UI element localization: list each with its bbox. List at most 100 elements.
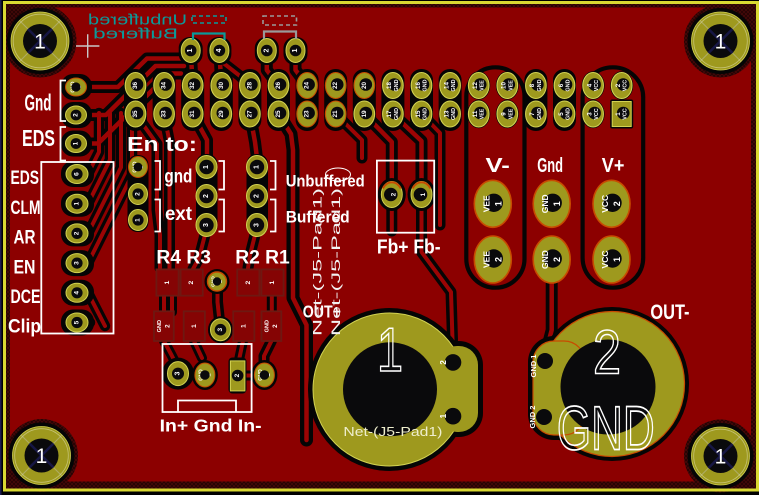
svg-text:2: 2 bbox=[493, 257, 503, 262]
svg-text:2: 2 bbox=[188, 280, 195, 284]
svg-text:16: 16 bbox=[415, 82, 422, 89]
svg-text:R4 R3: R4 R3 bbox=[156, 247, 211, 268]
svg-text:1: 1 bbox=[552, 201, 562, 206]
svg-text:2: 2 bbox=[203, 194, 210, 198]
svg-text:13: 13 bbox=[443, 110, 450, 117]
svg-text:1: 1 bbox=[439, 413, 448, 418]
svg-text:1: 1 bbox=[269, 280, 276, 284]
svg-text:24: 24 bbox=[304, 82, 311, 90]
svg-text:1: 1 bbox=[493, 201, 503, 206]
svg-text:11: 11 bbox=[472, 110, 479, 117]
svg-text:6: 6 bbox=[558, 83, 565, 87]
svg-text:2: 2 bbox=[439, 360, 448, 365]
svg-text:15: 15 bbox=[415, 110, 422, 117]
svg-text:3: 3 bbox=[217, 328, 224, 332]
svg-text:GND: GND bbox=[537, 79, 543, 91]
svg-text:9: 9 bbox=[501, 112, 508, 116]
svg-text:1: 1 bbox=[135, 218, 142, 222]
svg-text:1: 1 bbox=[73, 141, 80, 145]
svg-text:10: 10 bbox=[501, 82, 508, 89]
svg-text:Net-(J5-Pad1): Net-(J5-Pad1) bbox=[343, 424, 442, 439]
svg-text:GND: GND bbox=[540, 250, 550, 269]
svg-text:35: 35 bbox=[132, 110, 139, 118]
svg-text:30: 30 bbox=[218, 82, 225, 90]
svg-text:2: 2 bbox=[245, 280, 252, 284]
svg-text:GND: GND bbox=[423, 108, 429, 120]
svg-text:2: 2 bbox=[552, 257, 562, 262]
svg-text:32: 32 bbox=[189, 82, 196, 90]
svg-text:4: 4 bbox=[216, 48, 223, 52]
svg-text:VCC: VCC bbox=[623, 80, 629, 91]
svg-text:V-: V- bbox=[486, 155, 510, 177]
svg-text:28: 28 bbox=[246, 82, 253, 90]
svg-text:GND: GND bbox=[157, 320, 163, 332]
svg-text:3: 3 bbox=[175, 372, 182, 376]
svg-text:4: 4 bbox=[74, 291, 81, 295]
svg-text:1: 1 bbox=[612, 257, 622, 262]
svg-text:7: 7 bbox=[529, 112, 536, 116]
svg-text:GND: GND bbox=[540, 194, 550, 213]
svg-text:VCC: VCC bbox=[623, 108, 629, 119]
svg-text:VCC: VCC bbox=[600, 251, 610, 269]
svg-text:1: 1 bbox=[377, 316, 403, 385]
svg-text:5: 5 bbox=[74, 320, 81, 324]
svg-text:GND: GND bbox=[451, 79, 457, 91]
svg-text:8: 8 bbox=[529, 83, 536, 87]
svg-text:2: 2 bbox=[73, 113, 80, 117]
svg-text:Unbuffered: Unbuffered bbox=[88, 13, 187, 29]
svg-text:2: 2 bbox=[593, 318, 621, 387]
svg-text:3: 3 bbox=[203, 223, 210, 227]
svg-text:3: 3 bbox=[74, 261, 81, 265]
svg-text:Fb+ Fb-: Fb+ Fb- bbox=[377, 237, 441, 259]
svg-text:2: 2 bbox=[272, 324, 279, 328]
svg-text:GND: GND bbox=[557, 394, 655, 464]
svg-text:3: 3 bbox=[586, 112, 593, 116]
svg-text:Clip: Clip bbox=[8, 317, 41, 338]
svg-text:GND 1: GND 1 bbox=[529, 355, 538, 378]
svg-text:2: 2 bbox=[390, 192, 397, 196]
svg-text:VEE: VEE bbox=[480, 108, 486, 119]
svg-text:1: 1 bbox=[292, 48, 299, 52]
svg-text:2: 2 bbox=[612, 201, 622, 206]
svg-text:Net-(J5-Pad1): Net-(J5-Pad1) bbox=[329, 188, 343, 336]
svg-text:1: 1 bbox=[715, 446, 727, 469]
svg-text:VEE: VEE bbox=[481, 251, 491, 268]
svg-text:VCC: VCC bbox=[594, 108, 600, 119]
svg-text:31: 31 bbox=[189, 110, 196, 118]
svg-text:GND: GND bbox=[423, 79, 429, 91]
svg-text:GND: GND bbox=[566, 108, 572, 120]
svg-text:2: 2 bbox=[615, 83, 622, 87]
svg-text:In+ Gnd In-: In+ Gnd In- bbox=[160, 416, 262, 436]
svg-text:17: 17 bbox=[386, 110, 393, 117]
svg-text:EDS: EDS bbox=[22, 125, 55, 151]
svg-text:1: 1 bbox=[74, 202, 81, 206]
svg-text:18: 18 bbox=[386, 82, 393, 89]
svg-text:3: 3 bbox=[254, 223, 261, 227]
svg-text:GND: GND bbox=[451, 108, 457, 120]
svg-text:VEE: VEE bbox=[480, 80, 486, 91]
svg-text:21: 21 bbox=[332, 110, 339, 118]
svg-text:33: 33 bbox=[161, 110, 168, 118]
svg-text:26: 26 bbox=[275, 82, 282, 90]
svg-text:VEE: VEE bbox=[481, 195, 491, 212]
svg-text:1: 1 bbox=[34, 31, 46, 54]
svg-text:OUT-: OUT- bbox=[650, 301, 689, 324]
svg-text:34: 34 bbox=[161, 82, 168, 90]
svg-text:2: 2 bbox=[254, 194, 261, 198]
svg-text:VCC: VCC bbox=[600, 195, 610, 213]
svg-text:GND 2: GND 2 bbox=[528, 406, 537, 429]
svg-text:En to:: En to: bbox=[127, 134, 197, 156]
svg-text:1: 1 bbox=[187, 48, 194, 52]
svg-text:Gnd: Gnd bbox=[25, 90, 52, 116]
svg-text:2: 2 bbox=[164, 324, 171, 328]
svg-text:ext: ext bbox=[165, 204, 193, 225]
svg-text:EN: EN bbox=[14, 258, 36, 279]
svg-text:4: 4 bbox=[586, 83, 593, 87]
svg-text:Unbuffered: Unbuffered bbox=[286, 172, 365, 191]
svg-text:EDS: EDS bbox=[11, 168, 40, 189]
svg-text:Buffered: Buffered bbox=[93, 27, 178, 43]
svg-text:12: 12 bbox=[472, 82, 479, 89]
svg-text:VEE: VEE bbox=[508, 80, 514, 91]
svg-text:1: 1 bbox=[715, 31, 727, 54]
svg-text:19: 19 bbox=[361, 110, 368, 118]
